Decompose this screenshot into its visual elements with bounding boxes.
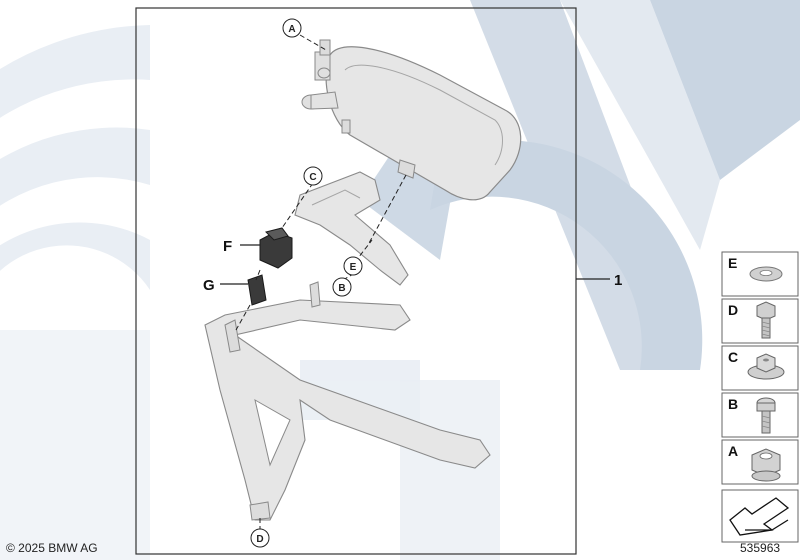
- part-label-f: F: [223, 238, 232, 255]
- legend-letter-c: C: [728, 349, 738, 365]
- diagram-id: 535963: [740, 541, 780, 555]
- mounting-bracket: [294, 171, 409, 286]
- collar-nut-icon: [751, 448, 781, 482]
- part-label-g: G: [203, 277, 215, 294]
- callout-c-label: C: [309, 172, 316, 183]
- rubber-mount: [259, 227, 293, 269]
- callout-e: E: [343, 256, 363, 276]
- legend-panel: E D C B A: [721, 251, 799, 543]
- flange-nut-icon: [747, 353, 785, 380]
- legend-letter-a: A: [728, 443, 738, 459]
- callout-a-label: A: [288, 24, 295, 35]
- washer-icon: [749, 266, 783, 282]
- callout-d-label: D: [256, 534, 263, 545]
- assembly-frame: [135, 7, 577, 555]
- expansion-tank: [301, 39, 522, 201]
- callout-d: D: [250, 528, 270, 548]
- copyright-text: © 2025 BMW AG: [6, 541, 98, 555]
- callout-e-label: E: [350, 262, 357, 273]
- callout-b-label: B: [338, 283, 345, 294]
- legend-letter-d: D: [728, 302, 738, 318]
- callout-a: A: [282, 18, 302, 38]
- hex-bolt-icon: [756, 301, 776, 339]
- callout-c: C: [303, 166, 323, 186]
- legend-letter-b: B: [728, 396, 738, 412]
- assembly-number: 1: [614, 272, 622, 289]
- frame-part: [204, 281, 491, 521]
- torx-screw-icon: [756, 397, 776, 434]
- label-lines: [220, 244, 610, 285]
- rubber-sleeve: [247, 274, 267, 306]
- callout-b: B: [332, 277, 352, 297]
- arrow-direction-icon: [729, 497, 790, 536]
- legend-letter-e: E: [728, 255, 737, 271]
